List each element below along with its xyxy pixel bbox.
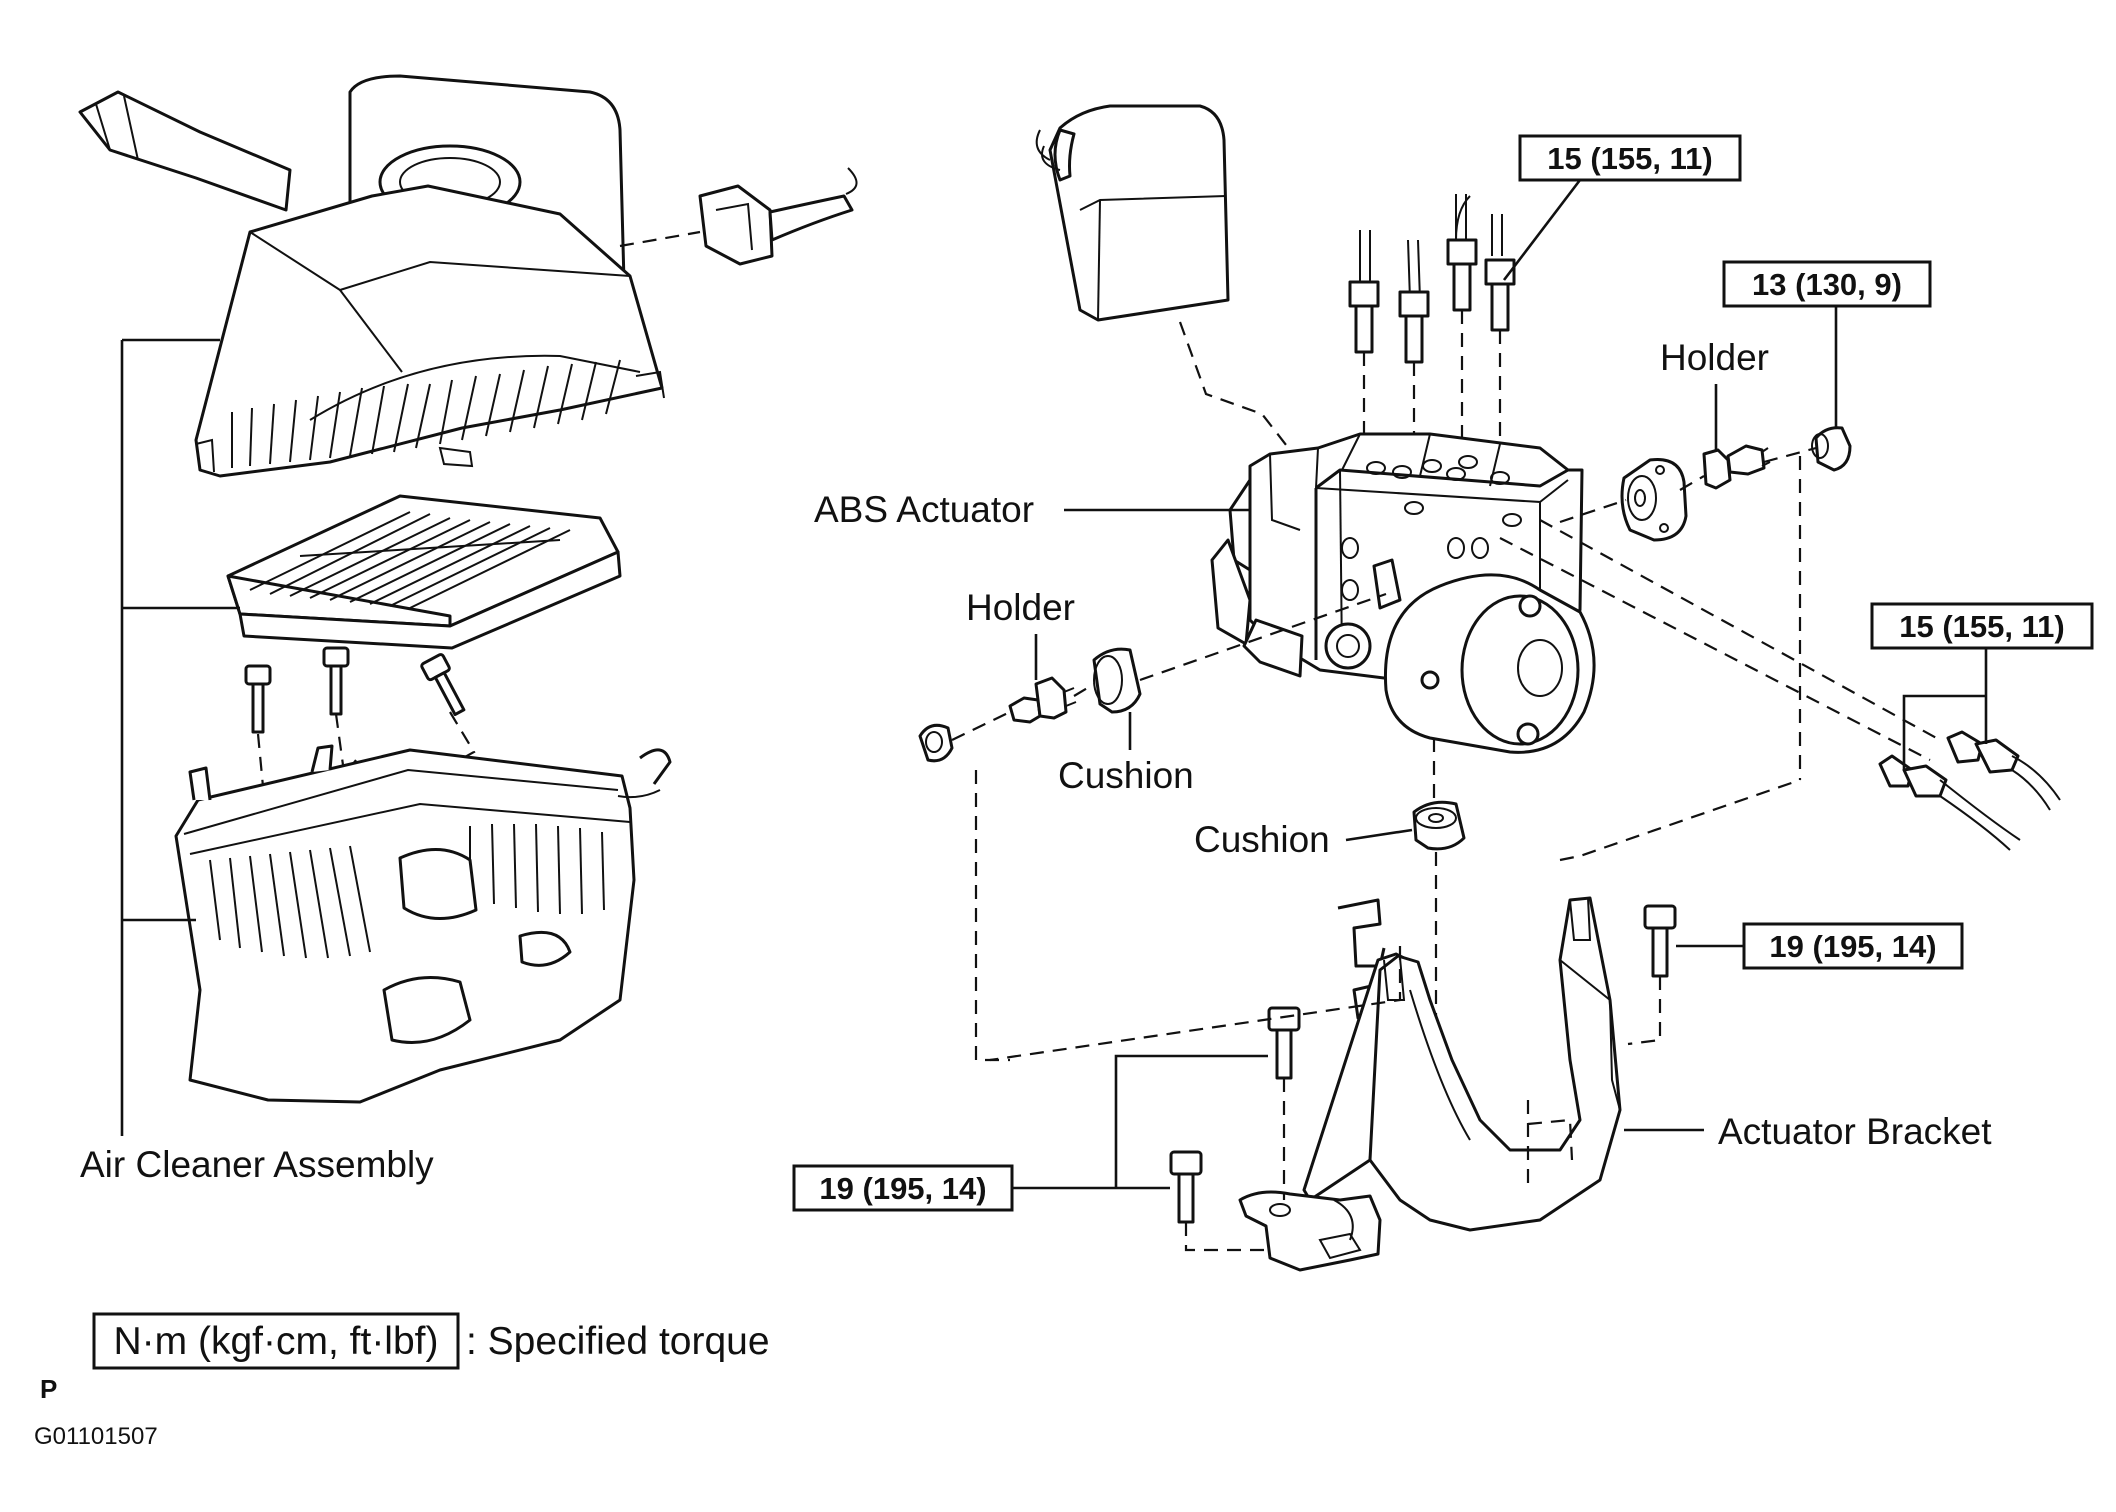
- label-holder-left: Holder: [966, 587, 1075, 628]
- torque-callout-right: 15 (155, 11): [1870, 602, 2094, 770]
- torque-callout-top: 15 (155, 11): [1502, 134, 1742, 281]
- svg-text:15 (155, 11): 15 (155, 11): [1547, 141, 1712, 176]
- torque-callout-bracket-right: 19 (195, 14): [1676, 922, 1964, 970]
- torque-callout-bracket-left: 19 (195, 14): [792, 1054, 1268, 1212]
- label-holder-right: Holder: [1660, 337, 1769, 378]
- air-filter-element: [226, 494, 622, 650]
- svg-text:: Specified torque: : Specified torque: [466, 1320, 770, 1363]
- label-actuator-bracket: Actuator Bracket: [1718, 1111, 1992, 1152]
- svg-text:13 (130, 9): 13 (130, 9): [1752, 267, 1902, 302]
- center-cushion: [1412, 738, 1466, 1040]
- svg-text:19 (195, 14): 19 (195, 14): [1769, 929, 1936, 964]
- svg-text:19 (195, 14): 19 (195, 14): [819, 1171, 986, 1206]
- label-abs-actuator: ABS Actuator: [814, 489, 1034, 530]
- left-holder-parts: [918, 592, 1387, 1062]
- svg-text:15 (155, 11): 15 (155, 11): [1899, 609, 2064, 644]
- bracket-bolts: [989, 904, 1677, 1252]
- brake-line-fittings-right: [1878, 730, 2061, 851]
- svg-text:N·m (kgf·cm, ft·lbf): N·m (kgf·cm, ft·lbf): [114, 1320, 439, 1363]
- brake-line-fittings-top: [1348, 194, 1516, 506]
- label-cushion-center: Cushion: [1194, 819, 1330, 860]
- abs-wire-connector: [1035, 104, 1291, 451]
- air-cleaner-cap: [78, 74, 665, 478]
- actuator-bracket: [1238, 778, 1801, 1272]
- right-holder-parts: [1499, 426, 1941, 780]
- leader-cushion-center: [1345, 828, 1413, 842]
- figure-code: G01101507: [34, 1423, 158, 1450]
- air-cleaner-case: [174, 744, 672, 1104]
- torque-callout-holder: 13 (130, 9): [1722, 260, 1932, 428]
- sensor-connector: [619, 167, 858, 266]
- label-cushion-left: Cushion: [1058, 755, 1194, 796]
- corner-mark: P: [40, 1374, 57, 1404]
- torque-legend: N·m (kgf·cm, ft·lbf) : Specified torque: [92, 1312, 770, 1370]
- label-air-cleaner-assembly: Air Cleaner Assembly: [80, 1144, 434, 1185]
- abs-actuator-body: [1210, 432, 1596, 754]
- air-cleaner-callout-bracket: [120, 338, 240, 1136]
